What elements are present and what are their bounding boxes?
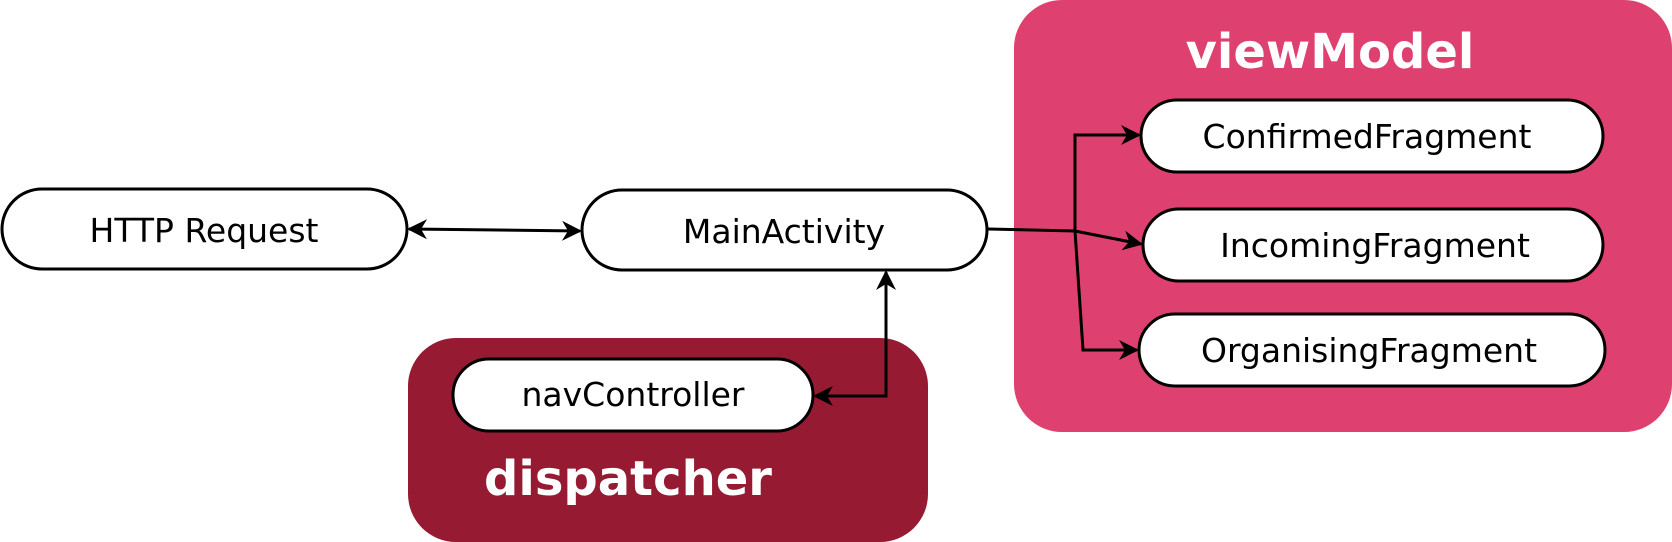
node-incoming-fragment-label: IncomingFragment <box>1220 226 1530 265</box>
node-http-request: HTTP Request <box>0 187 409 271</box>
edge-to-organising <box>1073 230 1139 360</box>
node-nav-controller: navController <box>451 357 815 433</box>
node-incoming-fragment: IncomingFragment <box>1141 207 1605 283</box>
edge-to-confirmed <box>1073 125 1141 231</box>
node-main-activity-label: MainActivity <box>683 212 885 251</box>
node-organising-fragment-label: OrganisingFragment <box>1201 331 1537 370</box>
node-http-request-label: HTTP Request <box>90 211 319 250</box>
viewmodel-group-label: viewModel <box>1186 24 1475 80</box>
edges <box>407 125 1143 406</box>
node-confirmed-fragment: ConfirmedFragment <box>1139 98 1605 174</box>
node-nav-controller-label: navController <box>522 375 745 414</box>
node-organising-fragment: OrganisingFragment <box>1137 312 1607 388</box>
edge-nav-main <box>813 270 896 406</box>
node-main-activity: MainActivity <box>580 188 989 272</box>
dispatcher-group-label: dispatcher <box>484 451 772 507</box>
node-confirmed-fragment-label: ConfirmedFragment <box>1203 117 1532 156</box>
edge-http-main <box>407 219 582 241</box>
